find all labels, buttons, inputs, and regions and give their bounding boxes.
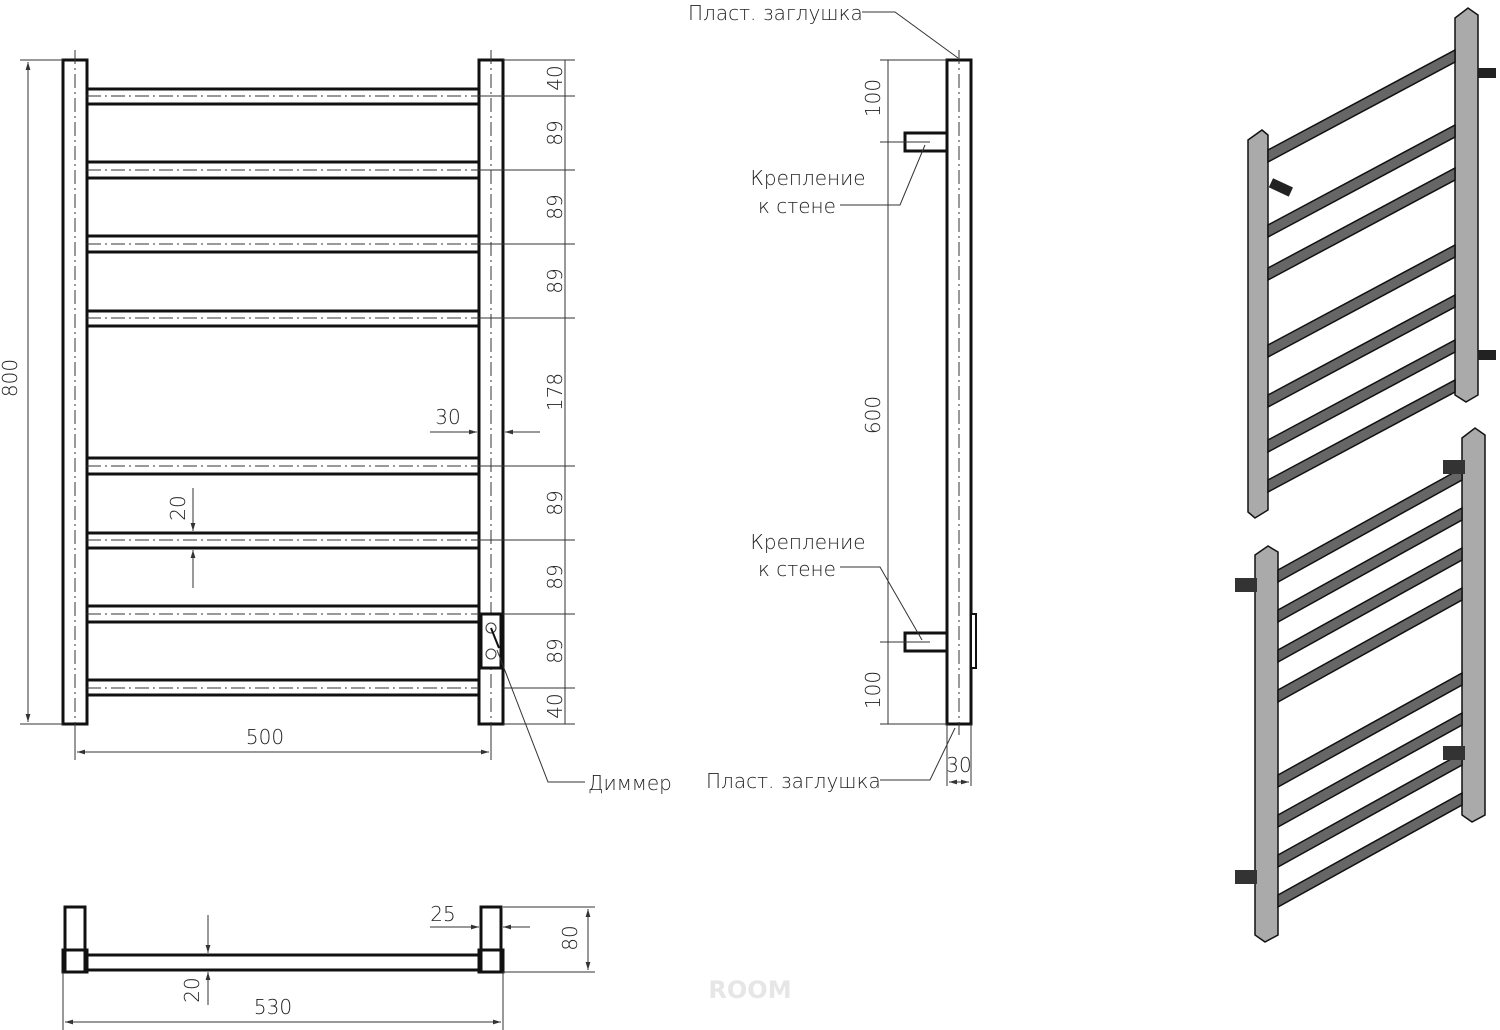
bottom-view: 80 25 20 530 (61, 902, 595, 1030)
mount-bottom-label: Крепление (750, 530, 865, 554)
mount-bottom-label: к стене (758, 557, 836, 581)
cap-bottom-label: Пласт. заглушка (706, 769, 881, 793)
dim-top-label: 100 (861, 79, 885, 117)
cap-top-label: Пласт. заглушка (688, 1, 863, 25)
isometric-view-back (1247, 7, 1496, 519)
front-view: 40 89 89 89 178 89 89 89 40 800 500 30 2… (0, 50, 672, 795)
dim-label: 40 (543, 693, 567, 718)
side-view: 100 600 100 Пласт. заглушка Пласт. заглу… (688, 1, 977, 793)
dim-label: 89 (543, 490, 567, 515)
crossbars (85, 87, 481, 697)
dimmer (479, 612, 503, 670)
dim-label: 89 (543, 564, 567, 589)
rail-gap-label: 30 (435, 405, 460, 429)
dim-bottom-label: 100 (861, 671, 885, 709)
mount-top-label: Крепление (750, 166, 865, 190)
dim-label: 178 (543, 373, 567, 411)
depth-label: 80 (558, 925, 582, 950)
width-label: 500 (246, 725, 284, 749)
watermark-logo: ROOM (708, 976, 791, 1004)
post-width-label: 25 (430, 902, 455, 926)
dim-label: 89 (543, 268, 567, 293)
bar-height-label: 20 (166, 495, 190, 520)
mount-top-label: к стене (758, 194, 836, 218)
dim-middle-label: 600 (861, 396, 885, 434)
isometric-view-front (1235, 427, 1486, 943)
dim-label: 89 (543, 120, 567, 145)
depth-label: 30 (946, 753, 971, 777)
dim-label: 40 (543, 65, 567, 90)
dimmer-label: Диммер (588, 771, 672, 795)
overall-height-label: 800 (0, 359, 22, 397)
bar-label: 20 (180, 977, 204, 1002)
dim-label: 89 (543, 194, 567, 219)
dim-label: 89 (543, 638, 567, 663)
overall-width-label: 530 (254, 995, 292, 1019)
